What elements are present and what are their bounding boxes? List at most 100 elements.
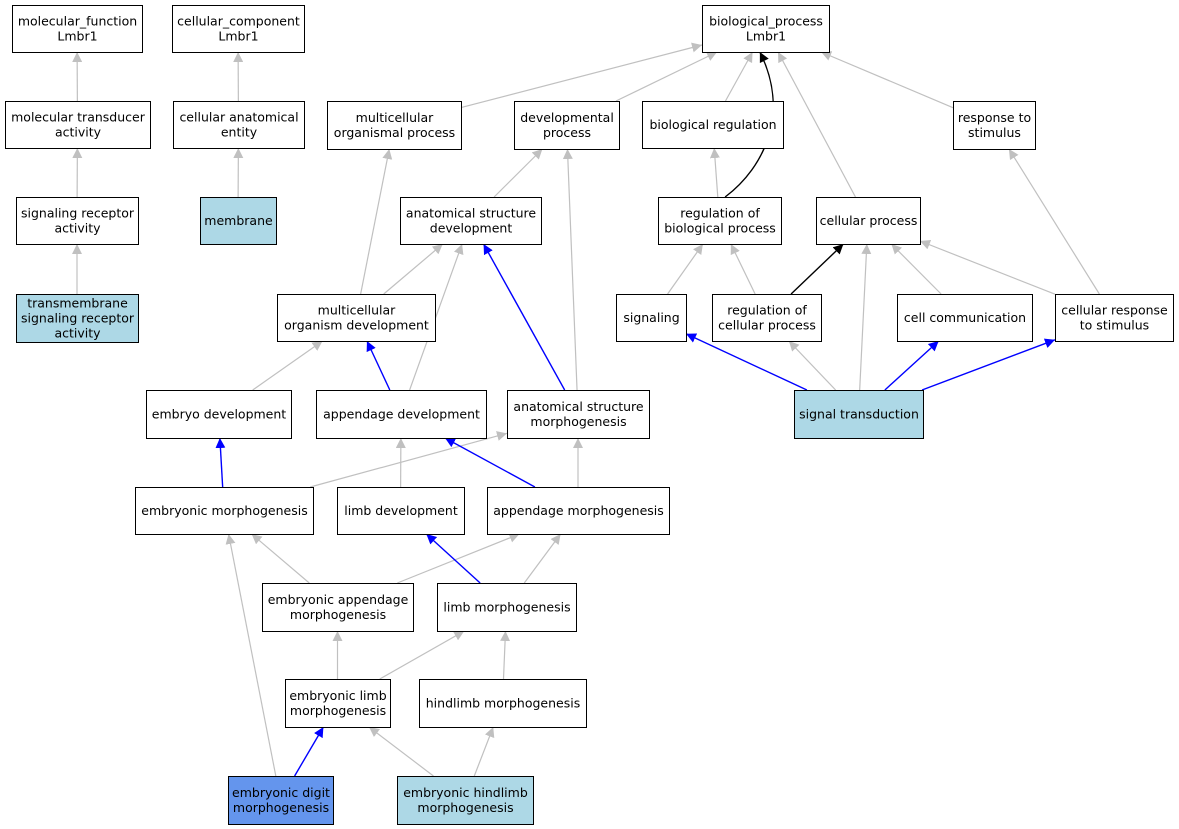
node-ad[interactable]: appendage development bbox=[316, 390, 487, 439]
node-label-st-0: signal transduction bbox=[799, 407, 919, 422]
edge-em-to-ed bbox=[215, 437, 226, 488]
edge-edm-to-elm bbox=[293, 726, 325, 777]
node-box-ed bbox=[146, 390, 292, 439]
node-am[interactable]: appendage morphogenesis bbox=[487, 487, 670, 535]
node-label-rbp-1: biological process bbox=[664, 221, 776, 236]
node-ed[interactable]: embryo development bbox=[146, 390, 292, 439]
node-box-asd bbox=[400, 197, 542, 245]
edge-mod-to-asd bbox=[383, 243, 444, 295]
node-label-rts-0: response to bbox=[958, 110, 1031, 125]
node-label-cc-0: cellular_component bbox=[177, 14, 300, 29]
edge-ed-to-mod bbox=[252, 340, 323, 391]
edge-eam-to-em bbox=[251, 533, 310, 584]
edge-mop-to-bp bbox=[460, 42, 703, 109]
node-label-rcp-0: regulation of bbox=[727, 303, 807, 318]
edges-layer bbox=[72, 42, 1100, 777]
edge-cp-to-bp bbox=[777, 51, 856, 198]
node-box-bp bbox=[702, 5, 830, 53]
node-label-ehm-1: morphogenesis bbox=[417, 800, 513, 815]
node-box-edm bbox=[228, 776, 334, 825]
node-mem[interactable]: membrane bbox=[200, 197, 277, 245]
node-label-asm-0: anatomical structure bbox=[513, 399, 643, 414]
node-sig[interactable]: signaling bbox=[616, 294, 687, 342]
node-lm[interactable]: limb morphogenesis bbox=[437, 583, 577, 632]
node-label-lm-0: limb morphogenesis bbox=[443, 600, 570, 615]
node-box-cc bbox=[172, 5, 305, 53]
node-label-mta-1: activity bbox=[55, 125, 102, 140]
node-label-crs-0: cellular response bbox=[1061, 303, 1168, 318]
node-em[interactable]: embryonic morphogenesis bbox=[135, 487, 314, 535]
node-label-cae-0: cellular anatomical bbox=[179, 110, 298, 125]
node-label-cc2-0: cell communication bbox=[904, 310, 1026, 325]
edge-dp-to-bp bbox=[615, 51, 718, 102]
node-label-tsra-2: activity bbox=[54, 326, 101, 341]
node-label-elm-0: embryonic limb bbox=[289, 688, 386, 703]
node-box-eam bbox=[262, 583, 414, 632]
node-label-tsra-0: transmembrane bbox=[27, 296, 128, 311]
node-label-ld-0: limb development bbox=[344, 503, 458, 518]
node-label-dp-1: process bbox=[543, 125, 591, 140]
edge-mod-to-mop bbox=[360, 148, 393, 295]
node-label-bp-0: biological_process bbox=[709, 14, 823, 29]
node-cc2[interactable]: cell communication bbox=[897, 294, 1033, 342]
node-label-dp-0: developmental bbox=[520, 110, 614, 125]
node-box-mem bbox=[200, 197, 277, 245]
node-label-asm-1: morphogenesis bbox=[530, 414, 626, 429]
edge-ehm-to-hm bbox=[473, 726, 495, 777]
node-cp[interactable]: cellular process bbox=[816, 197, 921, 245]
edge-edm-to-em bbox=[225, 533, 277, 777]
edge-st-to-cc2 bbox=[884, 340, 940, 391]
node-label-rts-1: stimulus bbox=[968, 125, 1021, 140]
node-box-mop bbox=[327, 101, 462, 150]
edge-cc2-to-cp bbox=[890, 243, 942, 295]
node-label-eam-1: morphogenesis bbox=[290, 607, 386, 622]
node-box-am bbox=[487, 487, 670, 535]
node-hm[interactable]: hindlimb morphogenesis bbox=[419, 679, 587, 728]
edge-st-to-rcp bbox=[788, 340, 837, 391]
node-box-lm bbox=[437, 583, 577, 632]
node-label-edm-0: embryonic digit bbox=[232, 785, 330, 800]
node-box-st bbox=[794, 390, 924, 439]
node-label-crs-1: to stimulus bbox=[1080, 318, 1149, 333]
node-label-sra-0: signaling receptor bbox=[21, 206, 135, 221]
node-label-rcp-1: cellular process bbox=[718, 318, 816, 333]
edge-lm-to-ld bbox=[425, 533, 481, 584]
node-box-mta bbox=[5, 101, 151, 149]
edge-sig-to-rbp bbox=[667, 243, 704, 295]
node-breg[interactable]: biological regulation bbox=[642, 101, 784, 149]
edge-crs-to-cp bbox=[919, 240, 1056, 295]
node-label-mod-0: multicellular bbox=[318, 303, 397, 318]
edge-asm-to-asd bbox=[482, 243, 566, 391]
node-box-cae bbox=[173, 101, 305, 149]
node-box-cp bbox=[816, 197, 921, 245]
node-label-cp-0: cellular process bbox=[820, 213, 918, 228]
node-st[interactable]: signal transduction bbox=[794, 390, 924, 439]
node-label-tsra-1: signaling receptor bbox=[21, 311, 135, 326]
node-label-mod-1: organism development bbox=[284, 318, 429, 333]
node-label-mop-0: multicellular bbox=[356, 110, 435, 125]
node-ld[interactable]: limb development bbox=[337, 487, 465, 535]
node-box-elm bbox=[285, 679, 391, 728]
